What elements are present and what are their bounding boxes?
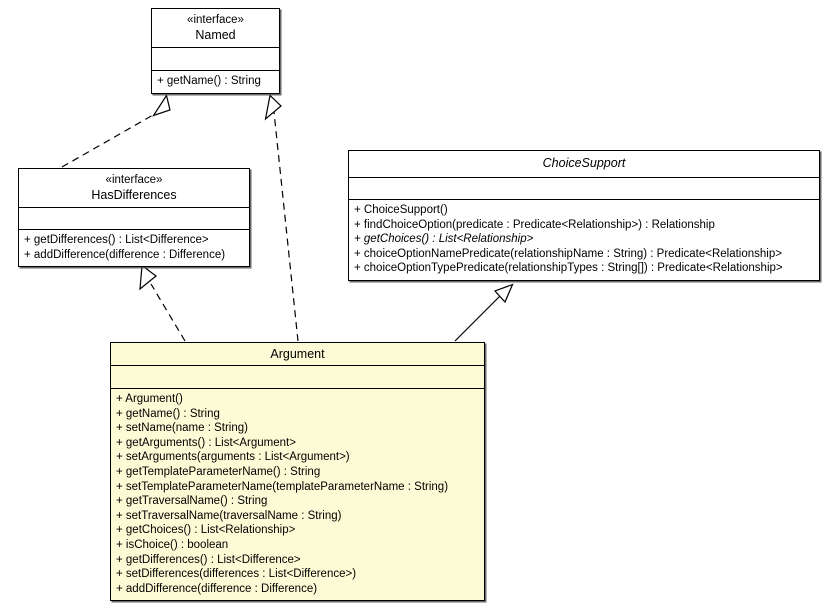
class-operations-argument: + Argument() + getName() : String + setN… (111, 389, 484, 600)
operation-item: + getDifferences() : List<Difference> (24, 234, 209, 246)
class-attributes-hasdifferences (19, 208, 249, 230)
class-operations-named: + getName() : String (152, 71, 279, 93)
operation-item: + getName() : String (157, 75, 261, 87)
class-header-named: «interface» Named (152, 9, 279, 48)
class-box-named[interactable]: «interface» Named + getName() : String (151, 8, 280, 94)
operation-item: + getDifferences() : List<Difference> (116, 553, 301, 566)
operation-item: + getChoices() : List<Relationship> (354, 233, 534, 246)
class-header-argument: Argument (111, 343, 484, 366)
edge-argument-extends-choicesupport (454, 283, 514, 342)
operation-item: + addDifference(difference : Difference) (24, 248, 226, 261)
class-header-choicesupport: ChoiceSupport (349, 151, 819, 178)
class-title: Named (195, 28, 236, 42)
class-attributes-named (152, 48, 279, 71)
operation-item: + getChoices() : List<Relationship> (116, 524, 296, 537)
operation-item: + Argument() (116, 393, 183, 405)
operation-item: + choiceOptionTypePredicate(relationship… (354, 262, 783, 275)
class-operations-hasdifferences: + getDifferences() : List<Difference> + … (19, 230, 249, 266)
operation-item: + setName(name : String) (116, 422, 248, 435)
class-title: ChoiceSupport (542, 156, 626, 170)
operation-item: + isChoice() : boolean (116, 538, 229, 551)
operation-item: + addDifference(difference : Difference) (116, 582, 318, 595)
edge-argument-realizes-hasdifferences (139, 264, 186, 342)
operation-item: + ChoiceSupport() (354, 204, 448, 216)
edge-argument-realizes-named (264, 94, 299, 342)
operation-item: + getArguments() : List<Argument> (116, 436, 296, 449)
class-box-argument[interactable]: Argument + Argument() + getName() : Stri… (110, 342, 485, 602)
class-box-hasdifferences[interactable]: «interface» HasDifferences + getDifferen… (18, 168, 250, 268)
operation-item: + setDifferences(differences : List<Diff… (116, 568, 357, 581)
operation-item: + choiceOptionNamePredicate(relationship… (354, 247, 782, 260)
class-title: HasDifferences (91, 188, 177, 202)
operation-item: + getName() : String (116, 407, 220, 420)
class-header-hasdifferences: «interface» HasDifferences (19, 169, 249, 208)
class-stereotype: «interface» (187, 14, 244, 26)
class-stereotype: «interface» (105, 174, 163, 186)
class-title: Argument (270, 347, 325, 361)
class-operations-choicesupport: + ChoiceSupport() + findChoiceOption(pre… (349, 200, 819, 280)
operation-item: + getTraversalName() : String (116, 495, 268, 508)
operation-item: + findChoiceOption(predicate : Predicate… (354, 218, 715, 231)
class-attributes-choicesupport (349, 178, 819, 200)
operation-item: + setTraversalName(traversalName : Strin… (116, 509, 342, 522)
class-box-choicesupport[interactable]: ChoiceSupport + ChoiceSupport() + findCh… (348, 150, 820, 281)
operation-item: + setArguments(arguments : List<Argument… (116, 451, 350, 464)
operation-item: + setTemplateParameterName(templateParam… (116, 480, 449, 493)
edge-hasdifferences-realizes-named (61, 94, 171, 168)
operation-item: + getTemplateParameterName() : String (116, 465, 321, 478)
class-attributes-argument (111, 366, 484, 389)
